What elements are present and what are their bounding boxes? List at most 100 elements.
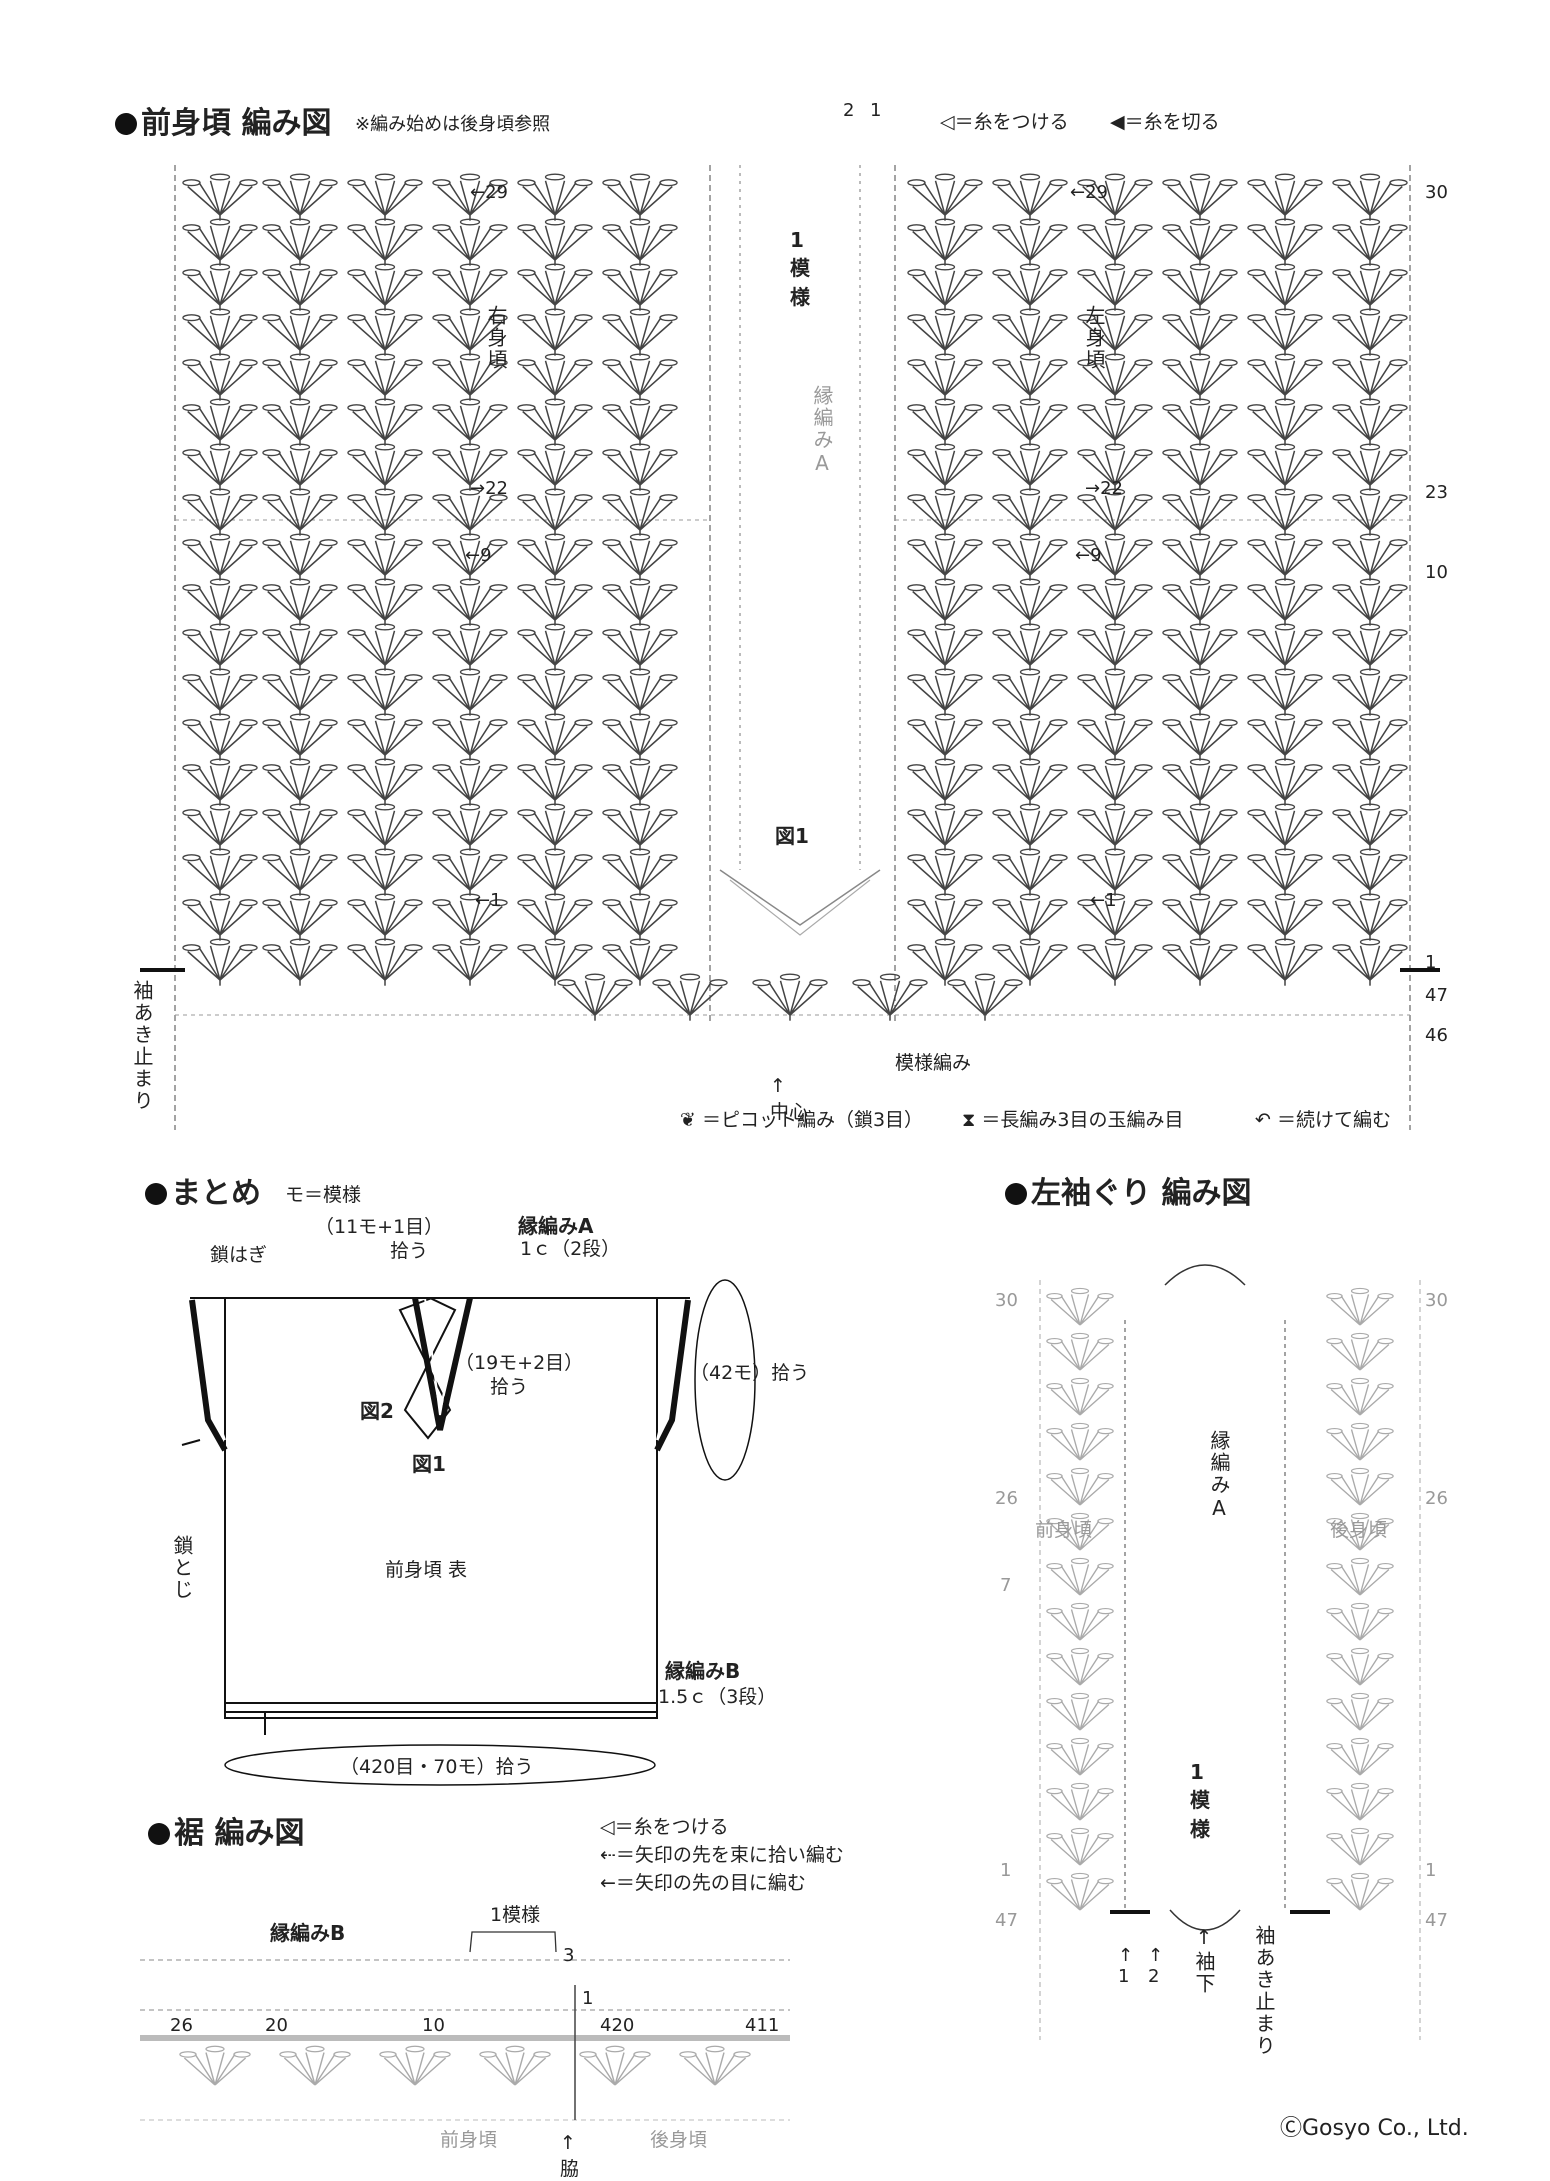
stitch-fan (1332, 578, 1408, 627)
stitch-fan (182, 668, 258, 717)
stitch-fan (347, 803, 423, 852)
stitch-fan (182, 848, 258, 897)
stitch-fan (652, 973, 728, 1022)
stitch-fan (182, 398, 258, 447)
stitch-fan (907, 263, 983, 312)
stitch-fan (347, 893, 423, 942)
stitch-fan (602, 398, 678, 447)
stitch-fan (602, 758, 678, 807)
stitch-fan-gray (1046, 1782, 1114, 1821)
stitch-fan (907, 533, 983, 582)
stitch-fan (992, 668, 1068, 717)
stitch-fan (907, 893, 983, 942)
stitch-fan (1162, 623, 1238, 672)
stitch-fan (517, 848, 593, 897)
stitch-fan-gray (1046, 1827, 1114, 1866)
stitch-fan (907, 668, 983, 717)
stitch-fan-gray (1326, 1827, 1394, 1866)
stitch-fan (1247, 218, 1323, 267)
stitch-fan (1077, 803, 1153, 852)
pattern-stitch-label: 模様編み (895, 1052, 972, 1074)
stitch-fan-gray (1326, 1872, 1394, 1911)
stitch-fan (602, 893, 678, 942)
row-arrow-29-right: ←29 (1070, 182, 1108, 203)
stitch-fan (1332, 173, 1408, 222)
row-num-47: 47 (1425, 985, 1448, 1006)
stitch-fan (182, 488, 258, 537)
stitch-fan (262, 263, 338, 312)
stitch-fan-gray (1326, 1467, 1394, 1506)
sleeve-right-1: 1 (1425, 1860, 1437, 1881)
stitch-fan (992, 398, 1068, 447)
assembly-edge-b: 縁編みB (665, 1659, 741, 1683)
stitch-fan (347, 713, 423, 762)
stitch-fan (1162, 893, 1238, 942)
sleeve-left-7: 7 (1000, 1575, 1012, 1596)
stitch-fan (347, 668, 423, 717)
stitch-fan (602, 533, 678, 582)
stitch-fan (1162, 263, 1238, 312)
stitch-fan (1247, 803, 1323, 852)
front-title: 前身頃 編み図 (115, 98, 331, 142)
hem-count-26: 26 (170, 2015, 193, 2036)
sleeve-chart (1039, 1264, 1421, 2040)
stitch-fan (262, 218, 338, 267)
stitch-fan (992, 173, 1068, 222)
curve-arrow-icon: ↶ (1255, 1109, 1271, 1131)
stitch-fan-gray (379, 2045, 451, 2086)
stitch-fan (1077, 218, 1153, 267)
stitch-fan (602, 668, 678, 717)
pick-42-label: （42モ）拾う (690, 1362, 810, 1384)
row-arrow-9-right: ←9 (1075, 545, 1102, 566)
stitch-fan (1247, 353, 1323, 402)
stitch-fan (907, 758, 983, 807)
stitch-fan (1332, 353, 1408, 402)
stitch-fan (347, 848, 423, 897)
bullet-icon (115, 113, 137, 135)
row-arrow-1-right: ←1 (1090, 890, 1117, 911)
stitch-fan (1332, 713, 1408, 762)
stitch-fan (602, 353, 678, 402)
stitch-fan (432, 578, 508, 627)
stitch-fan (1332, 533, 1408, 582)
assembly-title: まとめ (145, 1168, 261, 1212)
sleeve-right-26: 26 (1425, 1488, 1448, 1509)
stitch-fan (1247, 173, 1323, 222)
stitch-fan (1162, 218, 1238, 267)
stitch-fan (432, 398, 508, 447)
stitch-fan (1332, 758, 1408, 807)
stitch-fan (347, 488, 423, 537)
stitch-fan (182, 308, 258, 357)
stitch-fan-gray (1046, 1422, 1114, 1461)
stitch-fan (1162, 173, 1238, 222)
stitch-fan (1247, 758, 1323, 807)
stitch-fan (602, 938, 678, 987)
stitch-fan (992, 218, 1068, 267)
pick-19-label: （19モ+2目） (455, 1352, 584, 1374)
stitch-fan-gray (1326, 1332, 1394, 1371)
stitch-fan (557, 973, 633, 1022)
stitch-fan (517, 488, 593, 537)
stitch-fan (517, 218, 593, 267)
row-num-23: 23 (1425, 482, 1448, 503)
stitch-fan-gray (1326, 1287, 1394, 1326)
stitch-fan (182, 938, 258, 987)
stitch-fan (262, 578, 338, 627)
stitch-fan (907, 488, 983, 537)
stitch-fan (432, 668, 508, 717)
stitch-fan (907, 623, 983, 672)
stitch-fan (347, 263, 423, 312)
row-arrow-22-right: →22 (1085, 478, 1123, 499)
stitch-fan (347, 623, 423, 672)
stitch-fan (907, 173, 983, 222)
stitch-fan (517, 263, 593, 312)
stitch-fan-gray (1046, 1377, 1114, 1416)
front-note: ※編み始めは後身頃参照 (355, 114, 551, 135)
stitch-fan-gray (1046, 1692, 1114, 1731)
hem-into: ←＝矢印の先の目に編む (600, 1872, 806, 1894)
right-body-label: 右身頃 (484, 305, 508, 371)
cut-legend: ◀＝糸を切る (1110, 111, 1220, 133)
stitch-fan (992, 488, 1068, 537)
stitch-fan (852, 973, 928, 1022)
legend-bobble: ⧗ ＝長編み3目の玉編み目 (962, 1109, 1184, 1131)
